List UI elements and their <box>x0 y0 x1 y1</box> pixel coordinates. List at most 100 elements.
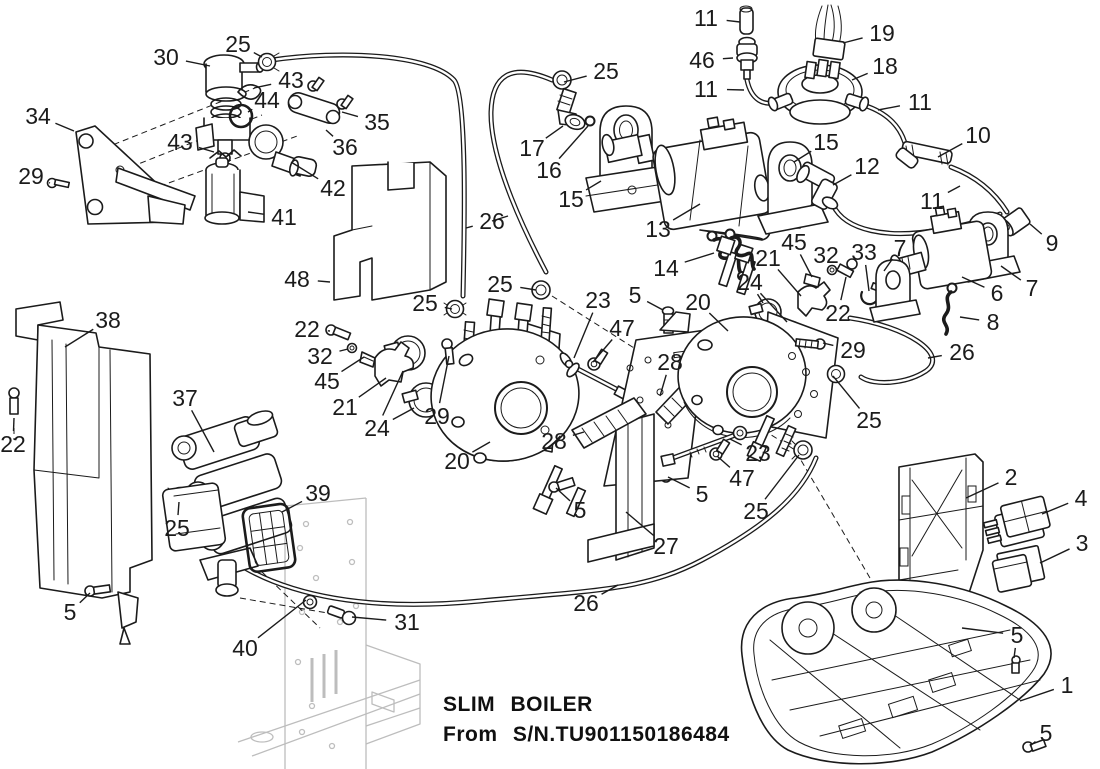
part-number-label: 25 <box>743 498 769 524</box>
part-number-label: 26 <box>949 339 975 365</box>
part-number-label: 41 <box>271 204 297 230</box>
part-number-label: 11 <box>908 89 932 115</box>
callout-21: 21 <box>332 377 387 420</box>
part-number-label: 26 <box>479 208 505 234</box>
callout-14: 14 <box>653 252 715 281</box>
part-number-label: 38 <box>95 307 121 333</box>
part-22-screw-right <box>836 258 858 279</box>
part-number-label: 5 <box>1011 622 1024 648</box>
part-16-o-ring <box>584 115 596 127</box>
callout-26: 26 <box>465 208 509 234</box>
part-number-label: 47 <box>609 315 635 341</box>
part-25-clamp-topleft <box>257 52 280 72</box>
part-37-valve-assembly <box>161 410 293 597</box>
callout-44: 44 <box>247 87 280 113</box>
part-number-label: 11 <box>920 188 944 214</box>
part-number-label: 36 <box>332 134 358 160</box>
part-4-power-switch <box>982 495 1051 548</box>
part-number-label: 5 <box>574 497 587 523</box>
part-number-label: 9 <box>1046 230 1059 256</box>
part-number-label: 18 <box>872 53 898 79</box>
callout-25: 25 <box>743 454 800 524</box>
part-number-label: 4 <box>1075 485 1088 511</box>
callout-20: 20 <box>685 289 729 332</box>
part-number-label: 44 <box>254 87 280 113</box>
callout-11: 11 <box>920 185 961 214</box>
part-14-wire-jumper-right <box>724 228 756 271</box>
part-number-label: 25 <box>856 407 882 433</box>
part-number-label: 22 <box>294 316 320 342</box>
callout-45: 45 <box>781 229 813 278</box>
part-number-label: 7 <box>894 235 907 261</box>
part-number-label: 23 <box>585 287 611 313</box>
callout-22: 22 <box>825 276 851 326</box>
callout-16: 16 <box>536 125 589 183</box>
callout-26: 26 <box>927 339 975 365</box>
part-number-label: 45 <box>314 368 340 394</box>
callout-47: 47 <box>592 315 635 363</box>
part-number-label: 22 <box>825 300 851 326</box>
part-number-label: 3 <box>1076 530 1089 556</box>
part-number-label: 28 <box>657 349 683 375</box>
callout-25: 25 <box>225 31 263 58</box>
callout-39: 39 <box>281 480 331 513</box>
part-number-label: 16 <box>536 157 562 183</box>
callout-25: 25 <box>164 501 190 541</box>
callout-24: 24 <box>364 370 415 441</box>
callout-28: 28 <box>657 349 683 397</box>
callout-41: 41 <box>247 204 297 230</box>
part-47-screw-left <box>587 348 609 371</box>
part-number-label: 14 <box>653 255 679 281</box>
part-number-label: 1 <box>1061 672 1074 698</box>
part-25-nut-left <box>443 299 467 319</box>
part-5-screw-tankfoot <box>84 584 112 597</box>
part-1-base-plate <box>740 579 1052 765</box>
callout-31: 31 <box>351 609 420 635</box>
part-number-label: 20 <box>685 289 711 315</box>
callout-43: 43 <box>253 67 304 93</box>
part-7-bracket-left <box>869 259 921 323</box>
part-number-label: 30 <box>153 44 179 70</box>
part-20-boiler-left <box>430 298 587 518</box>
callout-11: 11 <box>877 89 932 115</box>
callout-38: 38 <box>64 307 121 348</box>
part-29-screw-boilerright <box>794 338 826 350</box>
part-number-label: 10 <box>965 122 991 148</box>
part-number-label: 31 <box>394 609 420 635</box>
part-number-label: 48 <box>284 266 310 292</box>
part-34-mounting-bracket <box>75 125 196 225</box>
part-42-valve-body <box>248 124 318 177</box>
part-number-label: 37 <box>172 385 198 411</box>
callout-26: 26 <box>573 584 619 616</box>
callout-17: 17 <box>519 125 564 161</box>
part-number-label: 26 <box>573 590 599 616</box>
callout-9: 9 <box>1029 223 1059 256</box>
callout-25: 25 <box>832 375 882 433</box>
part-43-clip-b <box>209 149 242 159</box>
part-number-label: 29 <box>840 337 866 363</box>
part-5-screw-base-mid <box>1011 655 1021 674</box>
part-23-rod-right <box>660 425 748 467</box>
callout-11: 11 <box>694 76 745 102</box>
part-31-screw <box>326 605 357 626</box>
part-number-label: 8 <box>987 309 1000 335</box>
part-12-elbow <box>796 161 839 210</box>
part-number-label: 7 <box>1026 275 1039 301</box>
part-number-label: 21 <box>332 394 358 420</box>
diagram-title-product: SLIM BOILER <box>443 693 593 716</box>
part-number-label: 25 <box>593 58 619 84</box>
callout-11: 11 <box>694 5 741 31</box>
part-number-label: 5 <box>696 481 709 507</box>
part-32-washer-left <box>346 342 358 354</box>
callout-12: 12 <box>832 153 880 186</box>
callout-22: 22 <box>294 316 331 342</box>
part-17-fitting <box>556 87 586 131</box>
part-number-label: 5 <box>629 282 642 308</box>
part-40-washer <box>302 594 318 610</box>
part-number-label: 25 <box>225 31 251 57</box>
part-number-label: 25 <box>487 271 513 297</box>
diagram-title: SLIM BOILER From S/N.TU901150186484 <box>443 690 730 750</box>
callout-10: 10 <box>937 122 991 158</box>
callout-5: 5 <box>629 282 664 311</box>
